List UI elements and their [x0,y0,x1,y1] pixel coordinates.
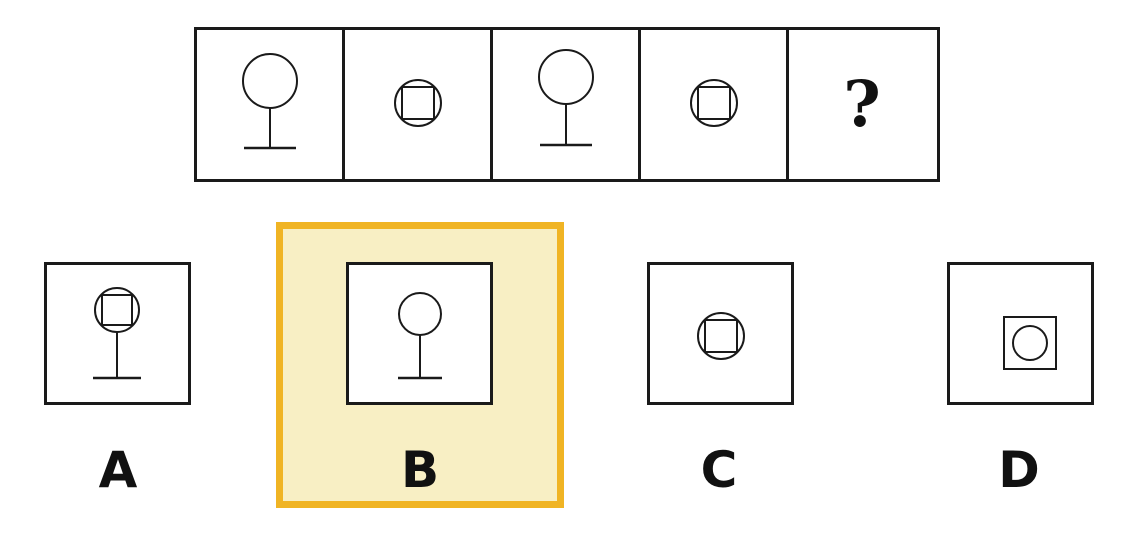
sequence-cell-3 [493,30,641,179]
sequence-cell-5: ? [789,30,935,179]
question-mark: ? [843,66,881,142]
square-in-circle-icon [689,78,738,127]
option-b-label[interactable]: B [400,441,440,499]
option-a-label[interactable]: A [98,441,138,499]
sequence-cell-4 [641,30,789,179]
circle-on-stand-icon [397,291,442,379]
circle-on-stand-icon [537,48,594,146]
square-in-circle-icon [393,78,442,127]
option-c-label[interactable]: C [700,441,738,499]
option-b-box[interactable] [346,262,493,405]
option-d-label[interactable]: D [998,441,1040,499]
option-c-box[interactable] [647,262,794,405]
sequence-cell-2 [345,30,493,179]
sequence-row: ? [194,27,940,182]
circle-in-square-icon [1002,315,1057,370]
circle-on-stand-icon [241,52,298,149]
option-d-box[interactable] [947,262,1094,405]
square-in-circle-icon [696,311,745,360]
sequence-cell-1 [197,30,345,179]
option-a-box[interactable] [44,262,191,405]
square-in-circle-on-stand-icon [92,286,141,379]
